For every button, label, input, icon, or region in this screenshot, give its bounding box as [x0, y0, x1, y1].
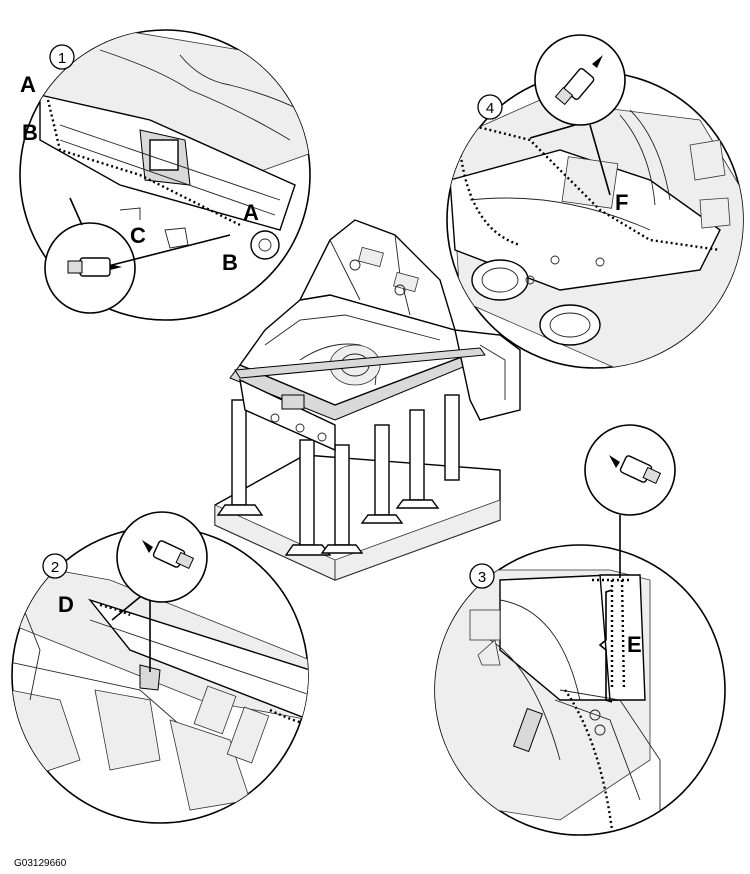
callout-number-4: 4 — [486, 100, 494, 117]
callout-number-1: 1 — [58, 50, 66, 67]
detail-view-3: 3 E — [434, 424, 726, 836]
callout-number-3: 3 — [478, 569, 486, 586]
detail-view-2: 2 D — [11, 511, 309, 824]
label-e: E — [627, 632, 642, 657]
label-a-2: A — [243, 200, 259, 225]
callout-number-2: 2 — [51, 559, 59, 576]
cartridge-gun-icon — [554, 55, 603, 106]
label-a-1: A — [20, 72, 36, 97]
cartridge-gun-icon — [142, 540, 195, 570]
vehicle-jig-illustration — [214, 219, 521, 581]
label-b-1: B — [22, 120, 38, 145]
label-c: C — [130, 223, 146, 248]
cartridge-gun-icon — [67, 257, 122, 277]
cartridge-gun-icon — [609, 455, 662, 485]
figure-code: G03129660 — [14, 858, 67, 869]
label-d: D — [58, 592, 74, 617]
label-f: F — [615, 190, 628, 215]
jig-posts — [216, 394, 460, 556]
label-b-2: B — [222, 250, 238, 275]
detail-view-1: 1 A B A C B — [19, 29, 311, 321]
detail-view-4: 4 F — [446, 34, 744, 369]
